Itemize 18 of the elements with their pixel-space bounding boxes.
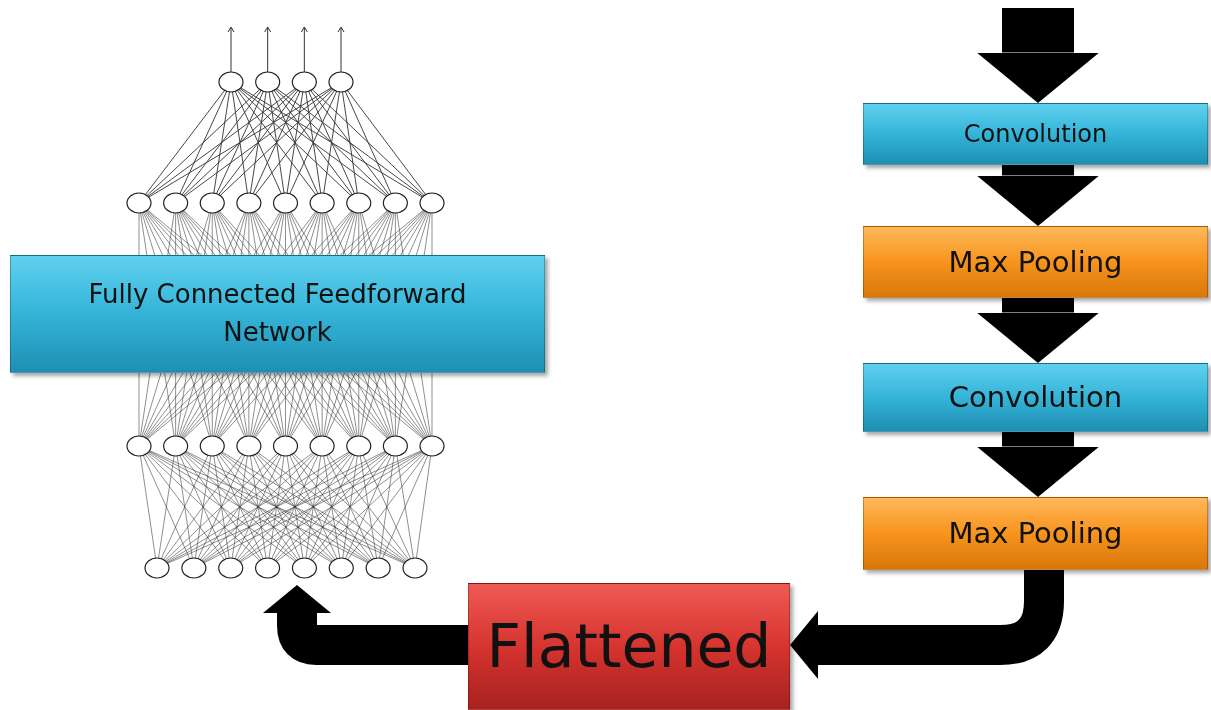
layer-box (863, 497, 1208, 570)
layer-box (10, 255, 545, 373)
box-label: Max Pooling (948, 243, 1123, 281)
box-label: Convolution (963, 118, 1108, 150)
arrow (976, 432, 1100, 497)
layer-box (863, 363, 1208, 432)
layer-box (863, 226, 1208, 298)
arrow (976, 8, 1100, 103)
arrow (976, 298, 1100, 363)
arrow (790, 570, 1064, 679)
box-label: Convolution (948, 379, 1123, 417)
box-label: Fully Connected Feedforward Network (87, 278, 468, 349)
layer-box (863, 103, 1208, 165)
arrow (976, 165, 1100, 226)
box-label: Flattened (486, 610, 772, 683)
arrow (263, 585, 468, 665)
output-box (468, 583, 790, 710)
box-label: Max Pooling (948, 515, 1123, 553)
